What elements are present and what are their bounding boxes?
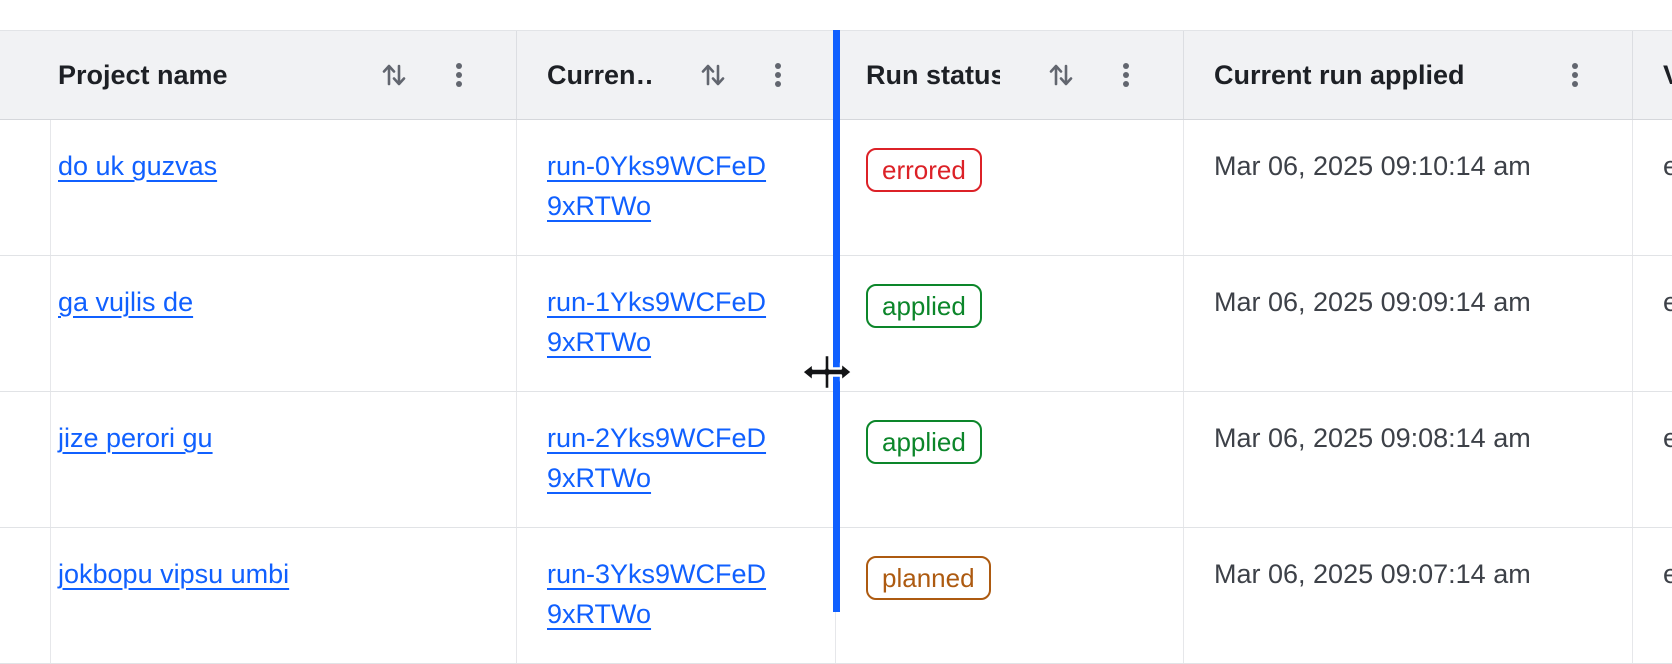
run-link[interactable]: run-3Yks9WCFeD9xRTWo <box>547 559 767 629</box>
column-label-run-status: Run status <box>866 59 1000 90</box>
cell-truncated: e <box>1633 392 1672 527</box>
sort-button-project-name[interactable] <box>381 61 407 89</box>
header-cell-truncated: V <box>1633 31 1672 119</box>
column-label-project-name: Project name <box>58 59 228 90</box>
cell-spacer <box>0 392 51 527</box>
sort-arrows-icon <box>382 64 406 86</box>
project-link[interactable]: do uk guzvas <box>58 151 218 181</box>
cell-spacer <box>0 256 51 391</box>
header-cell-current-run: Curren… <box>517 31 836 119</box>
applied-timestamp: Mar 06, 2025 09:09:14 am <box>1214 287 1531 317</box>
kebab-menu-icon <box>456 63 462 87</box>
column-label-current-run: Curren… <box>547 59 652 90</box>
applied-timestamp: Mar 06, 2025 09:07:14 am <box>1214 559 1531 589</box>
cell-project: jize perori gu <box>28 392 517 527</box>
cell-applied-at: Mar 06, 2025 09:08:14 am <box>1184 392 1633 527</box>
cell-status: errored <box>836 120 1184 255</box>
cell-status: planned <box>836 528 1184 663</box>
cell-project: jokbopu vipsu umbi <box>28 528 517 663</box>
kebab-menu-icon <box>1123 63 1129 87</box>
col-resize-cursor-icon <box>800 351 854 398</box>
run-link[interactable]: run-0Yks9WCFeD9xRTWo <box>547 151 767 221</box>
column-label-current-run-applied: Current run applied <box>1214 59 1465 90</box>
column-menu-button-project-name[interactable] <box>455 62 463 88</box>
project-link[interactable]: ga vujlis de <box>58 287 194 317</box>
status-badge: planned <box>866 556 991 600</box>
cell-status: applied <box>836 256 1184 391</box>
sort-arrows-icon <box>701 64 725 86</box>
cell-spacer <box>0 528 51 663</box>
cell-truncated: e <box>1633 120 1672 255</box>
truncated-value: e <box>1663 423 1672 453</box>
column-menu-button-run-status[interactable] <box>1122 62 1130 88</box>
header-cell-current-run-applied: Current run applied <box>1184 31 1633 119</box>
cell-run: run-3Yks9WCFeD9xRTWo <box>517 528 836 663</box>
truncated-value: e <box>1663 151 1672 181</box>
run-link[interactable]: run-1Yks9WCFeD9xRTWo <box>547 287 767 357</box>
status-badge: errored <box>866 148 982 192</box>
header-cell-run-status: Run status <box>836 31 1184 119</box>
run-link[interactable]: run-2Yks9WCFeD9xRTWo <box>547 423 767 493</box>
table-header-row: Project name Curren… Run status Current … <box>0 30 1672 120</box>
cell-applied-at: Mar 06, 2025 09:10:14 am <box>1184 120 1633 255</box>
cell-run: run-2Yks9WCFeD9xRTWo <box>517 392 836 527</box>
cell-run: run-1Yks9WCFeD9xRTWo <box>517 256 836 391</box>
column-menu-button-current-run[interactable] <box>774 62 782 88</box>
cell-status: applied <box>836 392 1184 527</box>
truncated-value: e <box>1663 559 1672 589</box>
column-menu-button-current-run-applied[interactable] <box>1571 62 1579 88</box>
cell-applied-at: Mar 06, 2025 09:07:14 am <box>1184 528 1633 663</box>
cell-project: ga vujlis de <box>28 256 517 391</box>
cell-spacer <box>0 120 51 255</box>
project-link[interactable]: jokbopu vipsu umbi <box>58 559 290 589</box>
status-badge: applied <box>866 284 982 328</box>
project-link[interactable]: jize perori gu <box>58 423 213 453</box>
sort-arrows-icon <box>1049 64 1073 86</box>
cell-truncated: e <box>1633 256 1672 391</box>
sort-button-run-status[interactable] <box>1048 61 1074 89</box>
status-badge: applied <box>866 420 982 464</box>
cell-applied-at: Mar 06, 2025 09:09:14 am <box>1184 256 1633 391</box>
applied-timestamp: Mar 06, 2025 09:10:14 am <box>1214 151 1531 181</box>
truncated-value: e <box>1663 287 1672 317</box>
applied-timestamp: Mar 06, 2025 09:08:14 am <box>1214 423 1531 453</box>
cell-truncated: e <box>1633 528 1672 663</box>
kebab-menu-icon <box>775 63 781 87</box>
sort-button-current-run[interactable] <box>700 61 726 89</box>
column-label-truncated: V <box>1663 60 1672 91</box>
column-resize-indicator[interactable] <box>833 30 840 612</box>
kebab-menu-icon <box>1572 63 1578 87</box>
header-cell-project-name: Project name <box>28 31 517 119</box>
cell-project: do uk guzvas <box>28 120 517 255</box>
cell-run: run-0Yks9WCFeD9xRTWo <box>517 120 836 255</box>
